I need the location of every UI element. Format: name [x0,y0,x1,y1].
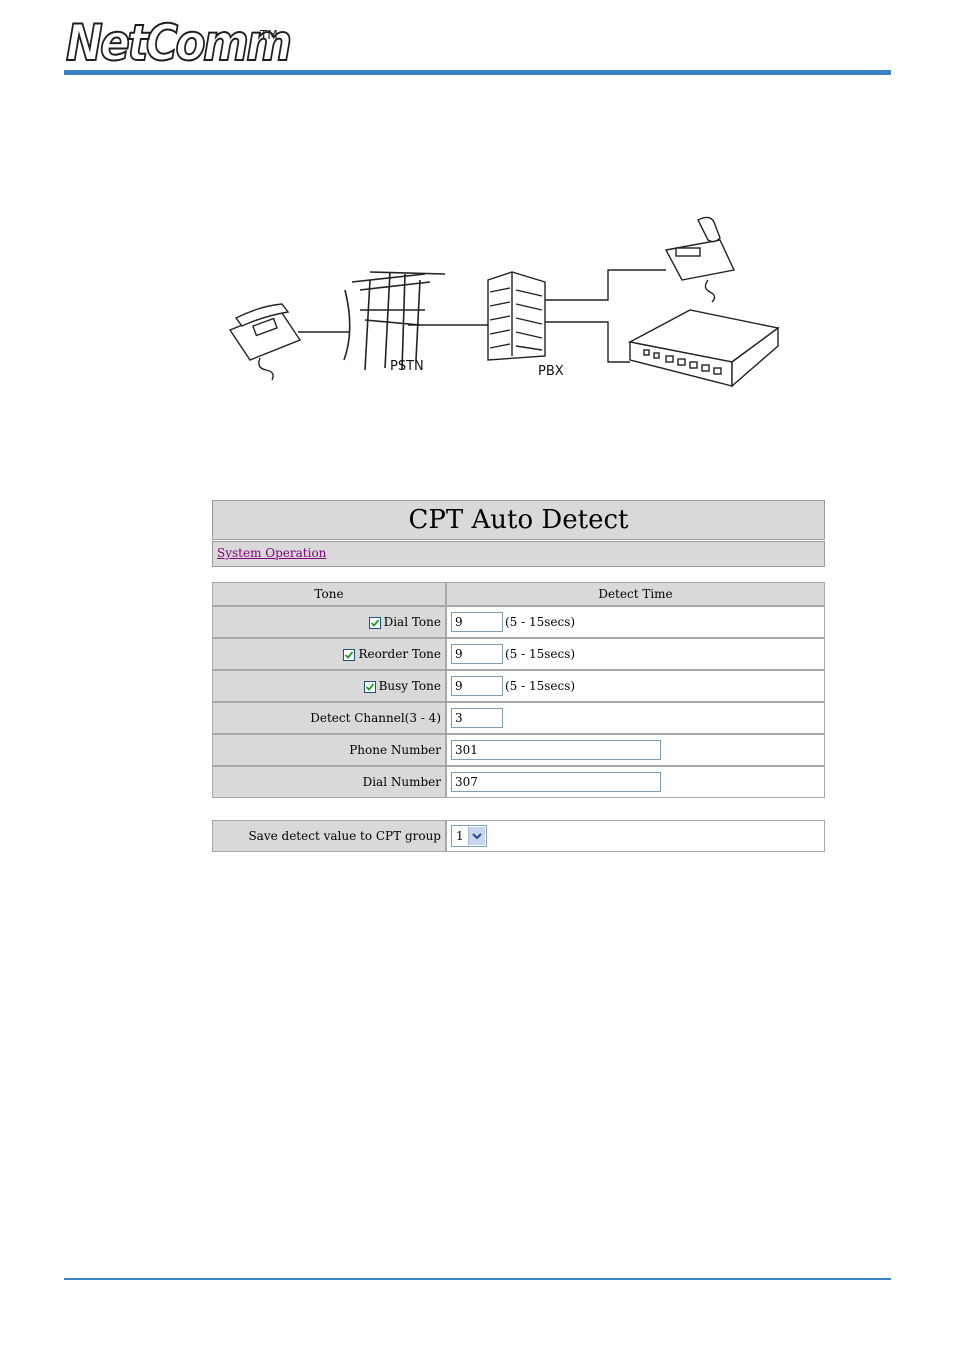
busy-tone-value-cell: 9(5 - 15secs) [446,670,825,702]
dial-number-value-cell: 307 [446,766,825,798]
dial-number-label: Dial Number [212,766,446,798]
save-group-table: Save detect value to CPT group 1 [212,820,825,852]
save-group-label: Save detect value to CPT group [212,820,446,852]
cpt-settings-table: Tone Detect Time Dial Tone 9(5 - 15secs)… [212,582,825,798]
phone-number-label: Phone Number [212,734,446,766]
netcomm-logo: NetComm [66,18,289,68]
reorder-tone-time-input[interactable]: 9 [451,644,503,664]
system-operation-link[interactable]: System Operation [217,546,326,560]
cpt-group-selected-value: 1 [456,829,464,843]
reorder-tone-label: Reorder Tone [358,647,441,661]
table-row: Save detect value to CPT group 1 [212,820,825,852]
busy-tone-time-input[interactable]: 9 [451,676,503,696]
detect-time-column-header: Detect Time [446,582,825,606]
tone-column-header: Tone [212,582,446,606]
trademark-mark: TM [260,28,278,42]
save-group-value-cell: 1 [446,820,825,852]
dial-tone-checkbox[interactable] [369,617,381,629]
phone-number-value-cell: 301 [446,734,825,766]
dial-tone-value-cell: 9(5 - 15secs) [446,606,825,638]
table-row: Busy Tone 9(5 - 15secs) [212,670,825,702]
page-title: CPT Auto Detect [212,500,825,540]
voip-gateway-icon [630,310,778,386]
telephone-right-icon [666,217,734,302]
table-row: Dial Tone 9(5 - 15secs) [212,606,825,638]
dial-tone-hint: (5 - 15secs) [505,615,575,629]
detect-channel-input[interactable]: 3 [451,708,503,728]
footer-divider [64,1278,891,1280]
table-row: Phone Number 301 [212,734,825,766]
busy-tone-checkbox[interactable] [364,681,376,693]
reorder-tone-checkbox[interactable] [343,649,355,661]
reorder-tone-label-cell: Reorder Tone [212,638,446,670]
table-header-row: Tone Detect Time [212,582,825,606]
cpt-group-select[interactable]: 1 [451,825,487,847]
dial-number-input[interactable]: 307 [451,772,661,792]
busy-tone-hint: (5 - 15secs) [505,679,575,693]
reorder-tone-value-cell: 9(5 - 15secs) [446,638,825,670]
network-diagram: PSTN PBX [220,210,780,400]
pstn-label: PSTN [390,359,424,374]
dial-tone-time-input[interactable]: 9 [451,612,503,632]
table-row: Detect Channel(3 - 4) 3 [212,702,825,734]
busy-tone-label-cell: Busy Tone [212,670,446,702]
dial-tone-label-cell: Dial Tone [212,606,446,638]
detect-channel-value-cell: 3 [446,702,825,734]
pbx-server-icon [488,272,545,360]
chevron-down-icon[interactable] [468,827,485,845]
pbx-label: PBX [538,364,564,379]
reorder-tone-hint: (5 - 15secs) [505,647,575,661]
pstn-poles-icon [344,272,445,370]
dial-tone-label: Dial Tone [384,615,441,629]
checkmark-icon [365,682,375,692]
busy-tone-label: Busy Tone [379,679,441,693]
header-divider [64,70,891,75]
checkmark-icon [370,618,380,628]
checkmark-icon [344,650,354,660]
breadcrumb: System Operation [212,541,825,567]
table-row: Dial Number 307 [212,766,825,798]
detect-channel-label: Detect Channel(3 - 4) [212,702,446,734]
telephone-left-icon [230,304,300,380]
phone-number-input[interactable]: 301 [451,740,661,760]
table-row: Reorder Tone 9(5 - 15secs) [212,638,825,670]
